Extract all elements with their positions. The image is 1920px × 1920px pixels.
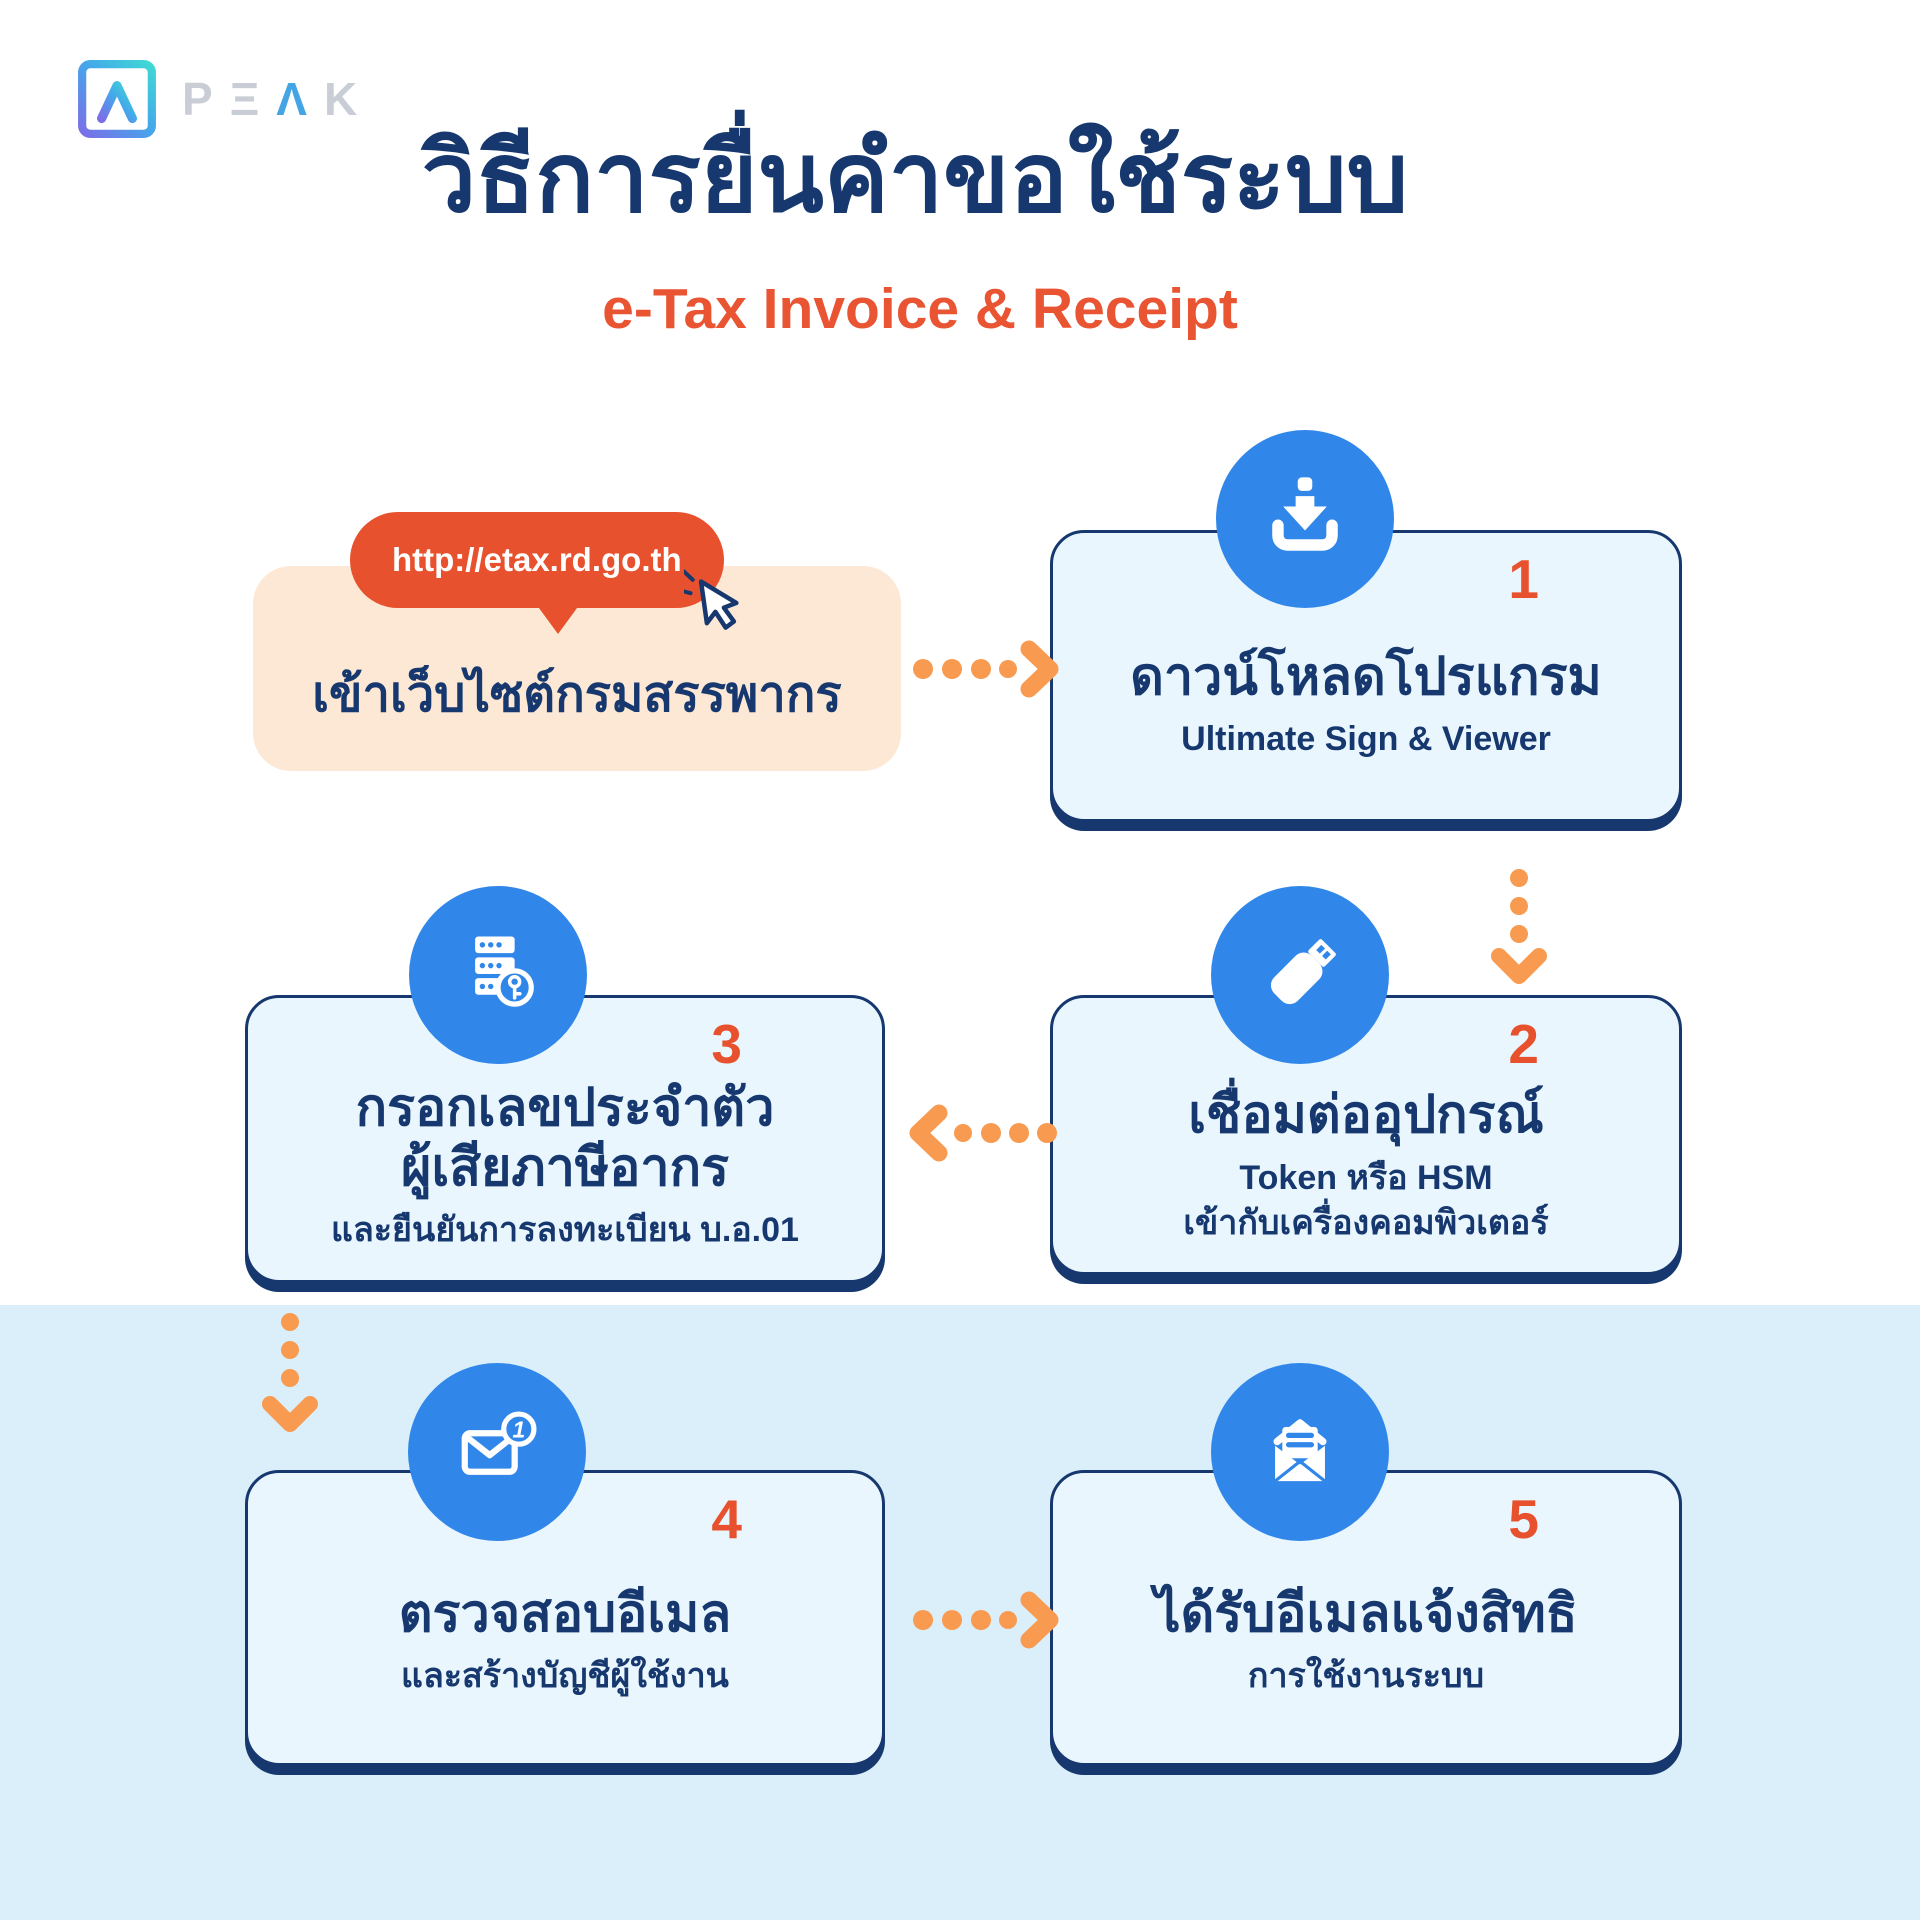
- step-number-4: 4: [711, 1488, 742, 1550]
- peak-logo-icon: [78, 60, 156, 138]
- step3-title: กรอกเลขประจำตัว: [355, 1079, 775, 1138]
- step3-icon-circle: [409, 886, 587, 1064]
- step2-icon-circle: [1211, 886, 1389, 1064]
- server-key-icon: [475, 936, 534, 1007]
- logo-letter-k: K: [323, 73, 375, 125]
- step5-title: ได้รับอีเมลแจ้งสิทธิ: [1154, 1584, 1578, 1643]
- usb-token-icon: [1270, 939, 1336, 1005]
- arrow-start-to-step1: [913, 640, 1059, 698]
- step4-subtitle: และสร้างบัญชีผู้ใช้งาน: [401, 1657, 729, 1696]
- page-subtitle: e-Tax Invoice & Receipt: [602, 277, 1238, 341]
- arrow-step3-to-step4: [262, 1313, 318, 1432]
- step3-subtitle: และยืนยันการลงทะเบียน บ.อ.01: [331, 1210, 799, 1249]
- step1-subtitle: Ultimate Sign & Viewer: [1181, 720, 1551, 759]
- start-step-card: เข้าเว็บไซต์กรมสรรพากร: [253, 566, 901, 771]
- step1-title: ดาวน์โหลดโปรแกรม: [1130, 647, 1602, 706]
- email-open-icon: [1273, 1419, 1327, 1483]
- logo-letter-e: Ξ: [229, 73, 277, 125]
- step2-subtitle2: เข้ากับเครื่องคอมพิวเตอร์: [1183, 1203, 1549, 1242]
- arrow-step1-to-step2: [1491, 869, 1547, 984]
- step-card-4: 4 ตรวจสอบอีเมล และสร้างบัญชีผู้ใช้งาน: [245, 1470, 885, 1766]
- step5-icon-circle: [1211, 1363, 1389, 1541]
- url-bubble-tail: [536, 604, 580, 634]
- step4-icon-circle: 1: [408, 1363, 586, 1541]
- step2-subtitle: Token หรือ HSM: [1239, 1158, 1493, 1197]
- step-card-2: 2 เชื่อมต่ออุปกรณ์ Token หรือ HSM เข้ากั…: [1050, 995, 1682, 1275]
- logo-letter-p: P: [182, 73, 230, 125]
- step-number-1: 1: [1508, 548, 1539, 610]
- peak-logo: PΞΛK: [76, 58, 374, 140]
- step3-title2: ผู้เสียภาษีอากร: [400, 1138, 730, 1197]
- url-bubble[interactable]: http://etax.rd.go.th: [350, 512, 739, 634]
- notification-badge-count: 1: [512, 1416, 525, 1442]
- step-card-5: 5 ได้รับอีเมลแจ้งสิทธิ การใช้งานระบบ: [1050, 1470, 1682, 1766]
- step1-icon-circle: [1216, 430, 1394, 608]
- peak-logo-wordmark: PΞΛK: [182, 76, 374, 122]
- logo-letter-a: Λ: [276, 73, 324, 125]
- start-step-label: เข้าเว็บไซต์กรมสรรพากร: [312, 668, 842, 722]
- step5-subtitle: การใช้งานระบบ: [1247, 1657, 1485, 1696]
- step-number-3: 3: [711, 1013, 742, 1075]
- download-icon: [1272, 477, 1338, 551]
- step-number-5: 5: [1508, 1488, 1539, 1550]
- step-card-3: 3 กรอกเลขประจำตัว ผู้เสียภาษีอากร และยืน…: [245, 995, 885, 1283]
- arrow-step2-to-step3: [909, 1104, 1057, 1162]
- arrow-step4-to-step5: [913, 1591, 1059, 1649]
- step4-title: ตรวจสอบอีเมล: [398, 1584, 732, 1643]
- step-number-2: 2: [1508, 1013, 1539, 1075]
- email-notification-icon: 1: [461, 1411, 537, 1475]
- page-title: วิธีการยื่นคำขอใช้ระบบ: [421, 123, 1409, 232]
- cursor-click-icon: [683, 568, 739, 630]
- url-text[interactable]: http://etax.rd.go.th: [392, 541, 682, 578]
- step2-title: เชื่อมต่ออุปกรณ์: [1188, 1086, 1544, 1145]
